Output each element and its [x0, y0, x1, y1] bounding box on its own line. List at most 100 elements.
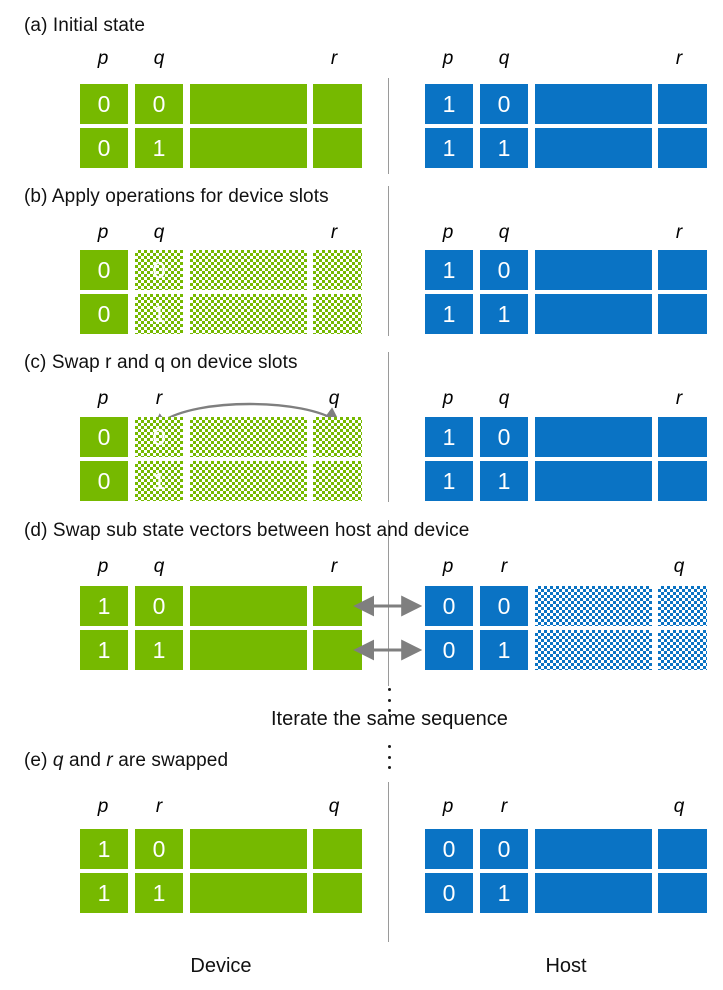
panel-c-caption-text: Swap r and q on device slots — [51, 352, 298, 373]
panel-a-host-header-p: p — [442, 48, 454, 69]
iterate-ellipsis-top — [387, 688, 391, 712]
panel-a-device-cell-r1c0: 0 — [80, 128, 128, 168]
panel-a-device-cell-r0c0: 0 — [80, 84, 128, 124]
panel-c-device-cell-r0c3 — [313, 417, 362, 457]
panel-d-device-cell-r0c1: 0 — [135, 586, 183, 626]
panel-d-host-cell-r0c1: 0 — [480, 586, 528, 626]
panel-e-caption-tail: are swapped — [118, 750, 229, 771]
panel-b-device-cell-r1c2 — [190, 294, 307, 334]
panel-a-host-cell-r0c0: 1 — [425, 84, 473, 124]
panel-e-host-cell-r0c0: 0 — [425, 829, 473, 869]
panel-e-caption: (e) q and r are swapped — [24, 750, 228, 772]
panel-c-host-cell-r1c3 — [658, 461, 707, 501]
panel-b-device-header-p: p — [97, 222, 109, 243]
device-host-divider-iter-top — [388, 680, 389, 686]
panel-d-device-cell-r0c3 — [313, 586, 362, 626]
panel-d-device-header-q: q — [153, 556, 165, 577]
panel-e-host-header-q: q — [673, 796, 685, 817]
panel-a-device-header-q: q — [153, 48, 165, 69]
device-host-divider-e — [388, 782, 389, 942]
panel-c-device-cell-r1c3 — [313, 461, 362, 501]
panel-e-device-cell-r1c3 — [313, 873, 362, 913]
panel-b-host-cell-r0c0: 1 — [425, 250, 473, 290]
panel-b-host-cell-r1c2 — [535, 294, 652, 334]
panel-d-device-cell-r0c2 — [190, 586, 307, 626]
panel-d-host-header-q: q — [673, 556, 685, 577]
panel-c-host-header-q: q — [498, 388, 510, 409]
panel-e-host-cell-r0c2 — [535, 829, 652, 869]
panel-e-host-cell-r1c3 — [658, 873, 707, 913]
panel-c-device-cell-r1c0: 0 — [80, 461, 128, 501]
panel-e-caption-and: and — [68, 750, 101, 771]
panel-b-host-cell-r0c1: 0 — [480, 250, 528, 290]
panel-c-host-header-p: p — [442, 388, 454, 409]
panel-a-caption: (a) Initial state — [24, 15, 145, 37]
panel-e-caption-r: r — [106, 750, 113, 771]
panel-a-host-cell-r1c1: 1 — [480, 128, 528, 168]
panel-a-device-cell-r1c1: 1 — [135, 128, 183, 168]
panel-d-caption-text: Swap sub state vectors between host and … — [52, 520, 470, 541]
panel-c-host-cell-r0c3 — [658, 417, 707, 457]
panel-e-device-cell-r0c1: 0 — [135, 829, 183, 869]
panel-e-host-header-p: p — [442, 796, 454, 817]
panel-a-device-cell-r0c1: 0 — [135, 84, 183, 124]
panel-e-device-header-q: q — [328, 796, 340, 817]
iterate-ellipsis-bottom — [387, 745, 391, 769]
panel-b-device-header-q: q — [153, 222, 165, 243]
panel-b-device-cell-r0c2 — [190, 250, 307, 290]
panel-e-device-cell-r0c3 — [313, 829, 362, 869]
foot-label-device: Device — [190, 955, 252, 977]
panel-b-device-cell-r0c3 — [313, 250, 362, 290]
panel-c-host-cell-r1c0: 1 — [425, 461, 473, 501]
panel-c-device-cell-r0c2 — [190, 417, 307, 457]
panel-e-host-cell-r0c3 — [658, 829, 707, 869]
panel-e-device-header-p: p — [97, 796, 109, 817]
panel-d-device-cell-r1c0: 1 — [80, 630, 128, 670]
panel-a-device-header-r: r — [330, 48, 338, 69]
panel-a-device-cell-r1c2 — [190, 128, 307, 168]
panel-d-host-cell-r1c1: 1 — [480, 630, 528, 670]
panel-e-caption-q: q — [52, 750, 64, 771]
panel-a-host-cell-r1c0: 1 — [425, 128, 473, 168]
panel-a-caption-prefix: (a) — [24, 15, 48, 36]
panel-c-caption-prefix: (c) — [24, 352, 47, 373]
panel-e-device-cell-r1c2 — [190, 873, 307, 913]
panel-d-device-cell-r1c2 — [190, 630, 307, 670]
panel-d-device-header-r: r — [330, 556, 338, 577]
panel-b-device-cell-r0c0: 0 — [80, 250, 128, 290]
panel-d-host-header-p: p — [442, 556, 454, 577]
panel-e-device-cell-r1c1: 1 — [135, 873, 183, 913]
panel-a-host-cell-r1c3 — [658, 128, 707, 168]
panel-c-device-header-q: q — [328, 388, 340, 409]
panel-a-host-cell-r0c1: 0 — [480, 84, 528, 124]
panel-a-device-cell-r0c2 — [190, 84, 307, 124]
panel-b-caption-prefix: (b) — [24, 186, 48, 207]
panel-b-host-header-r: r — [675, 222, 683, 243]
panel-c-host-cell-r0c2 — [535, 417, 652, 457]
panel-b-host-cell-r1c0: 1 — [425, 294, 473, 334]
panel-d-device-cell-r1c3 — [313, 630, 362, 670]
panel-a-host-cell-r1c2 — [535, 128, 652, 168]
device-host-divider-a — [388, 78, 389, 174]
panel-b-host-header-p: p — [442, 222, 454, 243]
panel-b-device-cell-r0c1: 0 — [135, 250, 183, 290]
panel-c-device-header-p: p — [97, 388, 109, 409]
panel-b-host-header-q: q — [498, 222, 510, 243]
panel-d-host-cell-r0c2 — [535, 586, 652, 626]
panel-e-host-cell-r1c1: 1 — [480, 873, 528, 913]
panel-d-caption-prefix: (d) — [24, 520, 48, 541]
panel-b-host-cell-r0c2 — [535, 250, 652, 290]
panel-b-device-cell-r1c1: 1 — [135, 294, 183, 334]
panel-a-host-cell-r0c2 — [535, 84, 652, 124]
panel-c-host-cell-r0c0: 1 — [425, 417, 473, 457]
panel-a-host-header-r: r — [675, 48, 683, 69]
panel-e-device-header-r: r — [155, 796, 163, 817]
panel-d-host-header-r: r — [500, 556, 508, 577]
exchange-arrow-row1 — [353, 639, 423, 661]
panel-e-host-cell-r1c0: 0 — [425, 873, 473, 913]
panel-a-caption-text: Initial state — [52, 15, 146, 36]
panel-b-caption: (b) Apply operations for device slots — [24, 186, 329, 208]
panel-b-device-cell-r1c0: 0 — [80, 294, 128, 334]
panel-a-host-header-q: q — [498, 48, 510, 69]
panel-c-host-cell-r1c1: 1 — [480, 461, 528, 501]
